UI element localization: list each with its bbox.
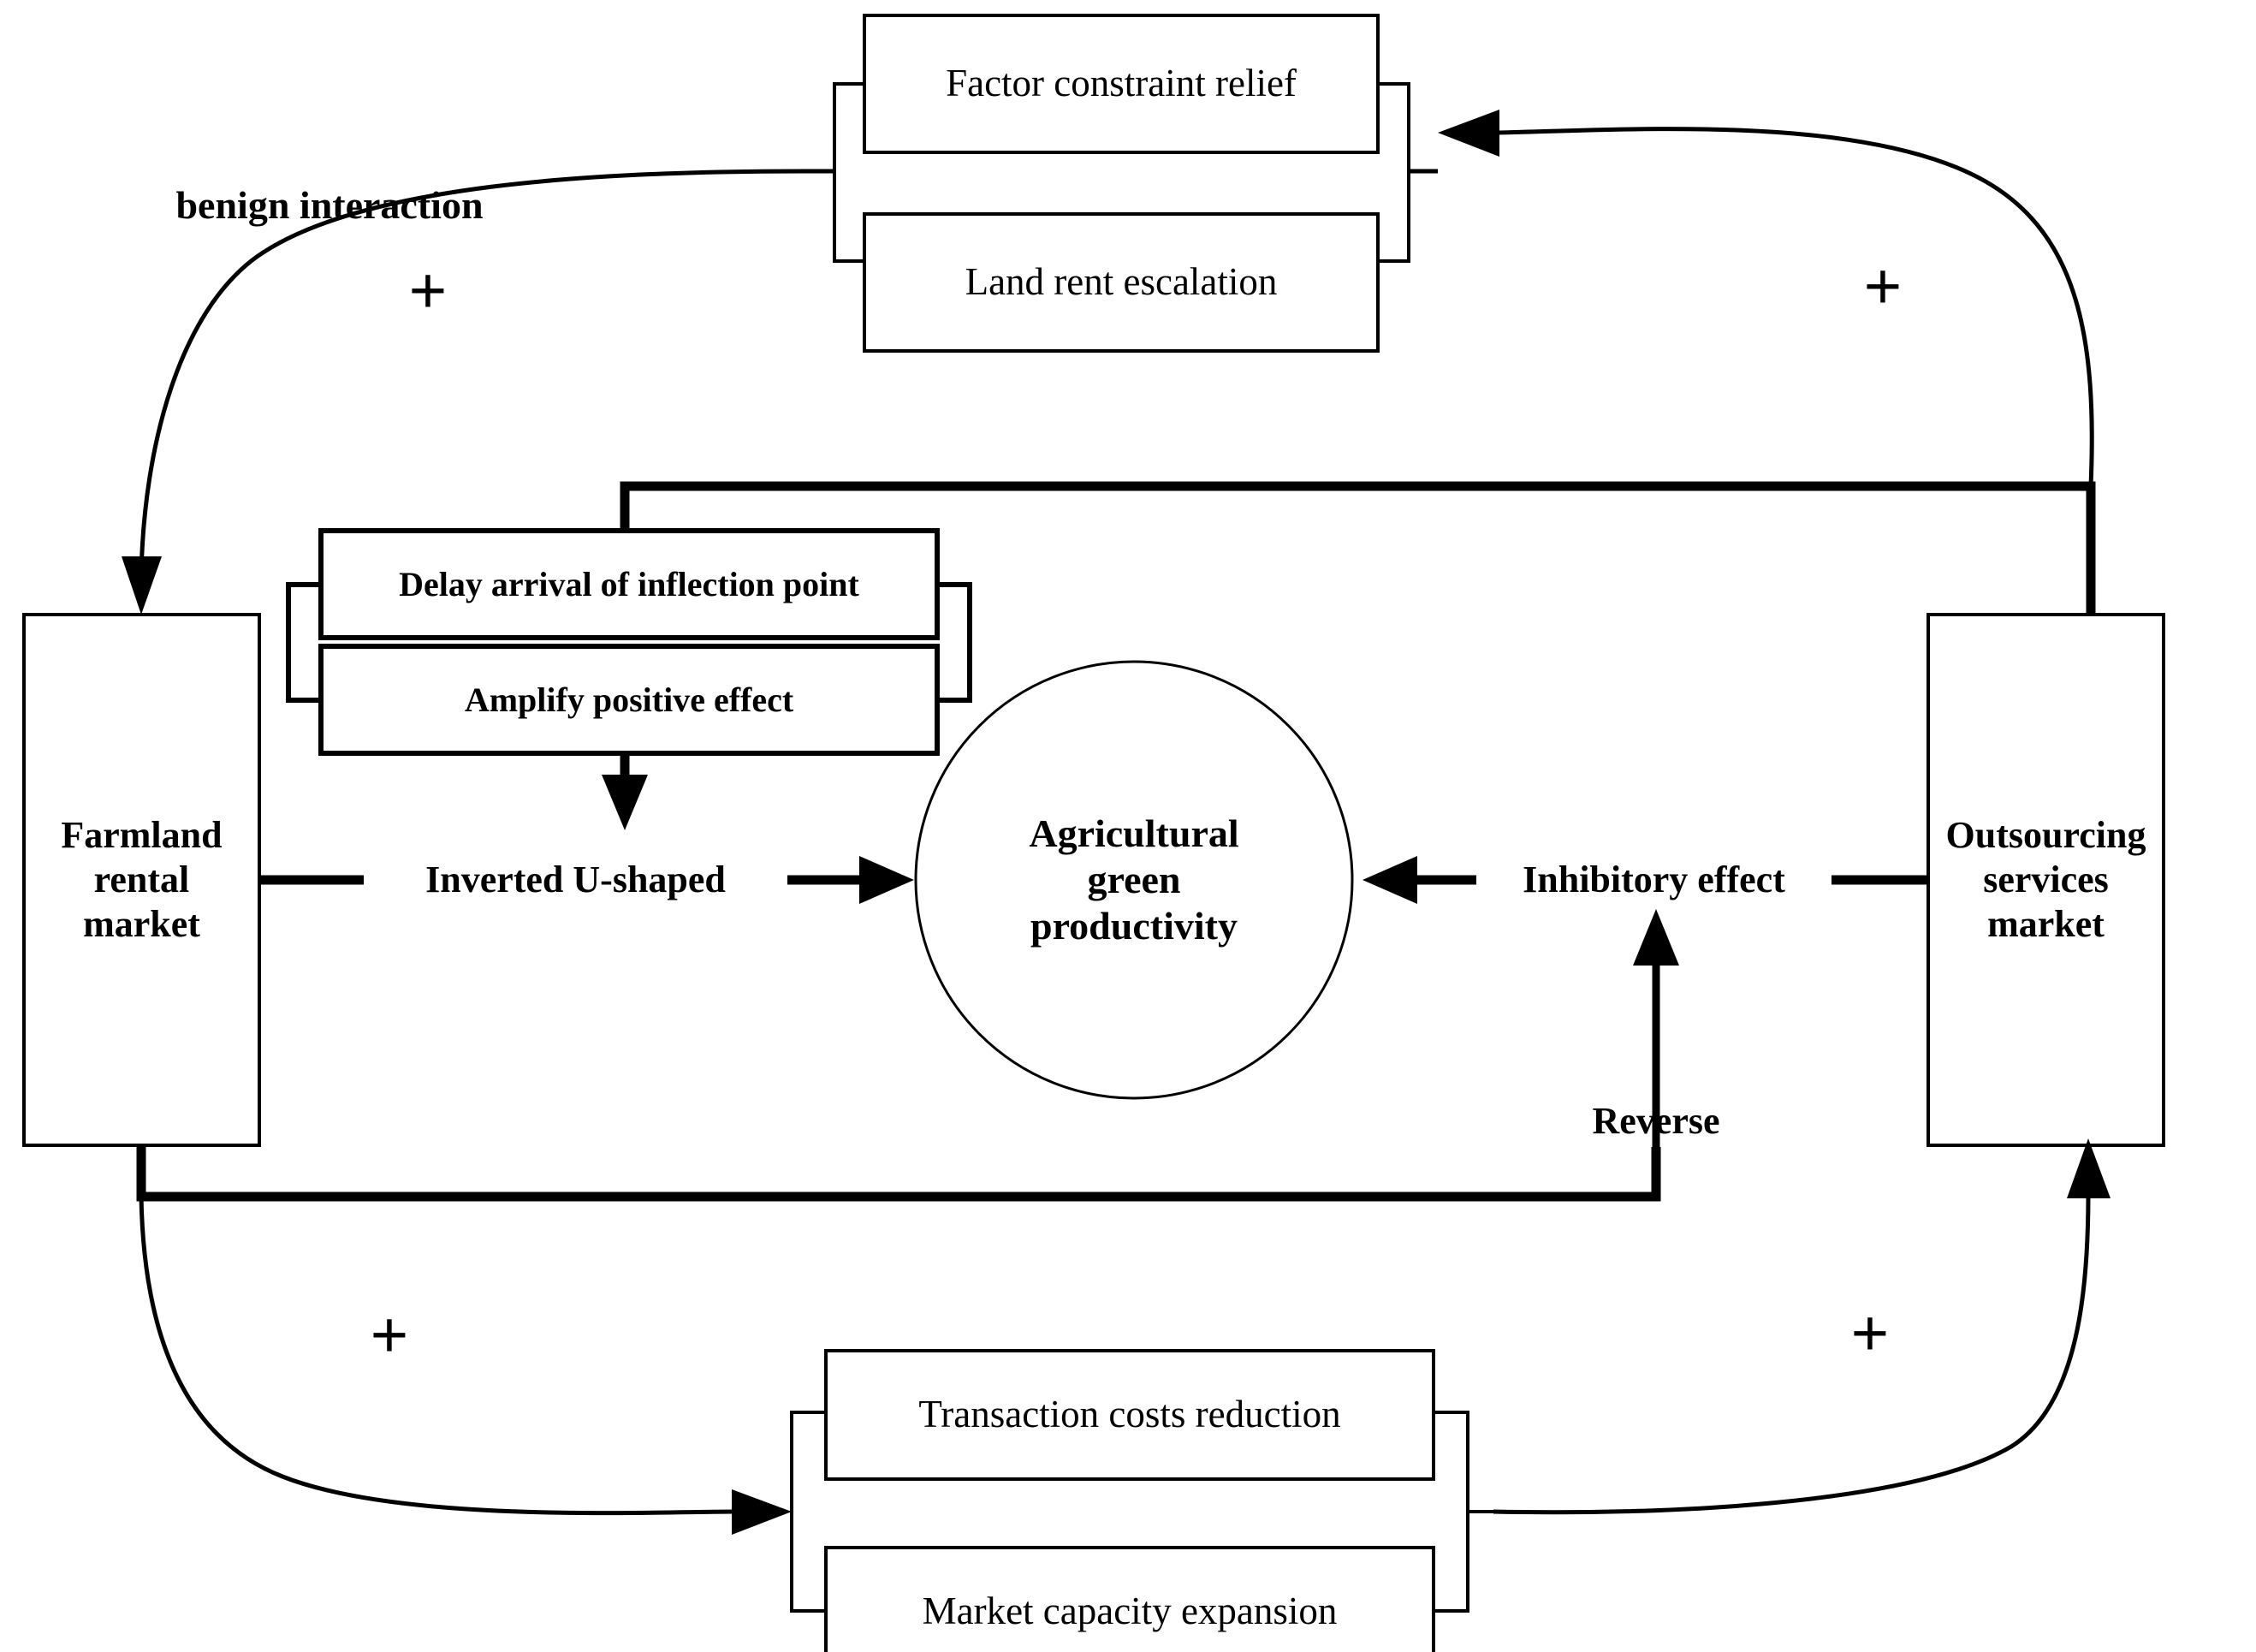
pillar-box-outsourcing-services-market bbox=[1927, 613, 2165, 1147]
top-box-land-rent-escalation bbox=[863, 212, 1380, 353]
bottom-box-market-capacity-expansion bbox=[824, 1546, 1435, 1652]
center-circle-agricultural-green-productivity bbox=[914, 660, 1354, 1100]
arrowhead-midgroup-down bbox=[602, 775, 648, 830]
bottom-box-transaction-costs-reduction bbox=[824, 1349, 1435, 1481]
curve-outsourcing-to-top bbox=[1495, 127, 2094, 487]
mid-group-left-bracket bbox=[286, 582, 321, 703]
top-box-factor-constraint-relief bbox=[863, 14, 1380, 154]
arrowhead-reverse-up bbox=[1633, 909, 1679, 966]
arrowhead-curve-bottom-to-outsourcing bbox=[2067, 1138, 2111, 1198]
bottom-group-left-bracket bbox=[790, 1411, 826, 1613]
top-group-left-bracket bbox=[833, 82, 864, 263]
curve-bottom-to-outsourcing bbox=[1493, 1193, 2091, 1515]
arrowhead-curve-top-to-farmland bbox=[122, 556, 162, 615]
bottom-group-right-bracket bbox=[1434, 1411, 1469, 1613]
mid-box-delay-arrival-inflection-point bbox=[318, 528, 940, 640]
arrowhead-curve-outsourcing-to-top bbox=[1438, 110, 1499, 157]
top-group-right-bracket bbox=[1378, 82, 1410, 263]
pillar-box-farmland-rental-market bbox=[22, 613, 261, 1147]
connector-farmland-to-reverse bbox=[136, 1145, 1661, 1202]
connector-midgroup-to-outsourcing bbox=[620, 481, 2096, 615]
arrowhead-inverted-u-to-circle bbox=[859, 856, 914, 904]
arrowhead-curve-farmland-to-bottom bbox=[732, 1489, 792, 1535]
mid-box-amplify-positive-effect bbox=[318, 644, 940, 756]
mid-group-right-bracket bbox=[937, 582, 972, 703]
curve-top-to-farmland bbox=[139, 169, 805, 576]
arrowhead-inhibitory-to-circle bbox=[1363, 856, 1417, 904]
curve-farmland-to-bottom bbox=[139, 1196, 737, 1516]
